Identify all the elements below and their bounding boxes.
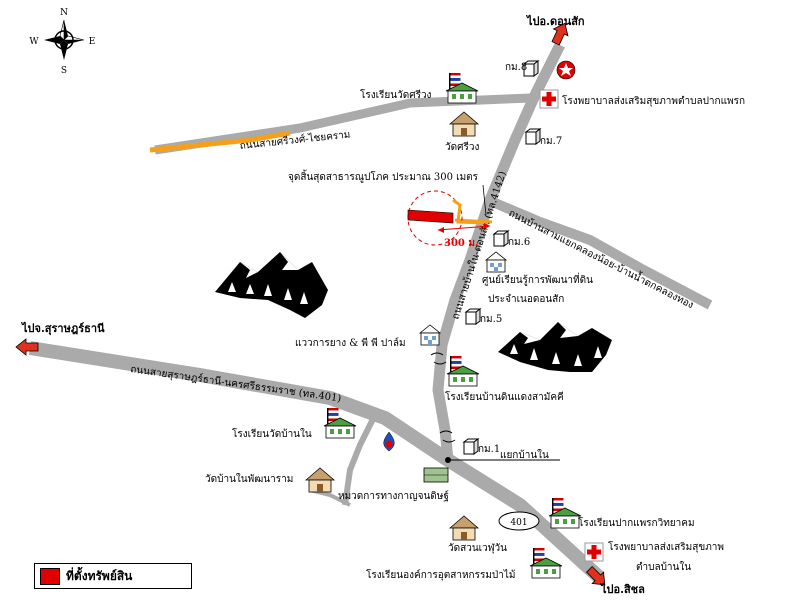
rubber-label: แววการยาง & พี พี ปาล์ม xyxy=(295,337,406,349)
compass-rose: N S E W xyxy=(29,8,95,76)
compass-w: W xyxy=(29,37,39,47)
km-post-6: กม.6 xyxy=(493,230,530,248)
school-ban-din-daeng-label: โรงเรียนบ้านดินแดงสามัคคี xyxy=(445,390,564,403)
arrow-don-sak xyxy=(551,22,569,46)
wat-suan-label: วัดสวนเวฬุวัน xyxy=(448,542,507,554)
compass-s: S xyxy=(61,66,67,76)
school-wat-sriwong: โรงเรียนวัดศรีวง xyxy=(360,72,479,104)
wat-suan: วัดสวนเวฬุวัน xyxy=(448,515,507,554)
legend-swatch xyxy=(40,567,60,585)
property-site: 300 ม. xyxy=(407,190,491,249)
wat-ban-nai: วัดบ้านในพัฒนาราม xyxy=(205,467,335,493)
school-wat-ban-nai: โรงเรียนวัดบ้านใน xyxy=(232,407,357,440)
junction-dot xyxy=(445,457,451,463)
map-legend: ที่ตั้งทรัพย์สิน xyxy=(34,563,192,589)
utility-end-label: จุดสิ้นสุดสาธารณูปโภค ประมาณ 300 เมตร xyxy=(288,169,479,183)
hospital-ban-nai: โรงพยาบาลส่งเสริมสุขภาพ ตำบลบ้านใน xyxy=(584,540,724,573)
km-post-5: กม.5 xyxy=(465,308,502,325)
rubber-company: แววการยาง & พี พี ปาล์ม xyxy=(295,324,441,349)
bridge-1 xyxy=(430,352,447,365)
mountain-illustration-left xyxy=(215,252,328,318)
hospital-pak-phraek-label: โรงพยาบาลส่งเสริมสุขภาพตำบลปากแพรก xyxy=(562,94,745,107)
road-4142 xyxy=(432,42,565,461)
wat-sriwong: วัดศรีวง xyxy=(445,111,479,153)
dest-surat: ไปจ.สุราษฎร์ธานี xyxy=(20,321,105,336)
compass-n: N xyxy=(60,8,68,18)
km8-label: กม.8 xyxy=(505,62,527,73)
school-forest-label: โรงเรียนองค์การอุตสาหกรรมป่าไม้ xyxy=(366,568,516,581)
roads xyxy=(28,42,713,584)
wat-sriwong-label: วัดศรีวง xyxy=(445,141,479,153)
route-401-text: 401 xyxy=(510,518,527,528)
km-post-7: กม.7 xyxy=(525,128,562,147)
ban-nai-junction-label: แยกบ้านใน xyxy=(500,449,549,461)
distance-label: 300 ม. xyxy=(444,238,478,249)
school-pak-phraek: โรงเรียนปากแพรกวิทยาคม xyxy=(548,497,695,529)
gas-station-icon xyxy=(556,60,576,80)
school-pak-phraek-label: โรงเรียนปากแพรกวิทยาคม xyxy=(578,516,695,529)
arrow-sichon xyxy=(585,565,606,586)
legend-label: ที่ตั้งทรัพย์สิน xyxy=(66,568,133,583)
mountain-illustration-right xyxy=(498,322,612,372)
bridge-2 xyxy=(439,430,456,443)
arrow-surat xyxy=(15,338,39,356)
hospital-ban-nai-label-2: ตำบลบ้านใน xyxy=(636,561,691,573)
road-401 xyxy=(28,341,605,584)
school-forest: โรงเรียนองค์การอุตสาหกรรมป่าไม้ xyxy=(366,547,563,581)
highway-unit: หมวดการทางกาญจนดิษฐ์ xyxy=(338,467,449,502)
wat-ban-nai-label: วัดบ้านในพัฒนาราม xyxy=(205,473,293,485)
land-center-label-1: ศูนย์เรียนรู้การพัฒนาที่ดิน xyxy=(482,272,593,286)
km1-label: กม.1 xyxy=(478,444,500,455)
school-ban-din-daeng: โรงเรียนบ้านดินแดงสามัคคี xyxy=(445,355,564,403)
label-road-401: ถนนสายสุราษฎร์ธานี-นครศรีธรรมราช (ทล.401… xyxy=(130,363,342,405)
km-post-1: กม.1 xyxy=(463,438,500,455)
km5-label: กม.5 xyxy=(480,314,502,325)
road-ban-nai-branch xyxy=(342,413,378,506)
hospital-ban-nai-label-1: โรงพยาบาลส่งเสริมสุขภาพ xyxy=(608,540,724,553)
km7-label: กม.7 xyxy=(540,136,562,147)
hospital-pak-phraek: โรงพยาบาลส่งเสริมสุขภาพตำบลปากแพรก xyxy=(539,89,745,109)
km6-label: กม.6 xyxy=(508,237,530,248)
road-ban-sam xyxy=(486,195,713,310)
dest-sichon: ไปอ.สิชล xyxy=(599,582,645,596)
km-post-8: กม.8 xyxy=(505,60,539,77)
land-center-label-2: ประจำเนอดอนสัก xyxy=(488,294,564,305)
land-dev-center: ศูนย์เรียนรู้การพัฒนาที่ดิน ประจำเนอดอนส… xyxy=(482,251,593,305)
route-401-badge: 401 xyxy=(498,511,540,531)
dest-don-sak: ไปอ.ดอนสัก xyxy=(525,14,585,28)
fuel-drop-icon xyxy=(383,431,395,452)
school-wat-sriwong-label: โรงเรียนวัดศรีวง xyxy=(360,88,432,101)
highway-unit-label: หมวดการทางกาญจนดิษฐ์ xyxy=(338,490,449,502)
compass-e: E xyxy=(89,37,96,47)
road-sriwong-orange xyxy=(149,130,291,153)
school-wat-ban-nai-label: โรงเรียนวัดบ้านใน xyxy=(232,427,312,440)
